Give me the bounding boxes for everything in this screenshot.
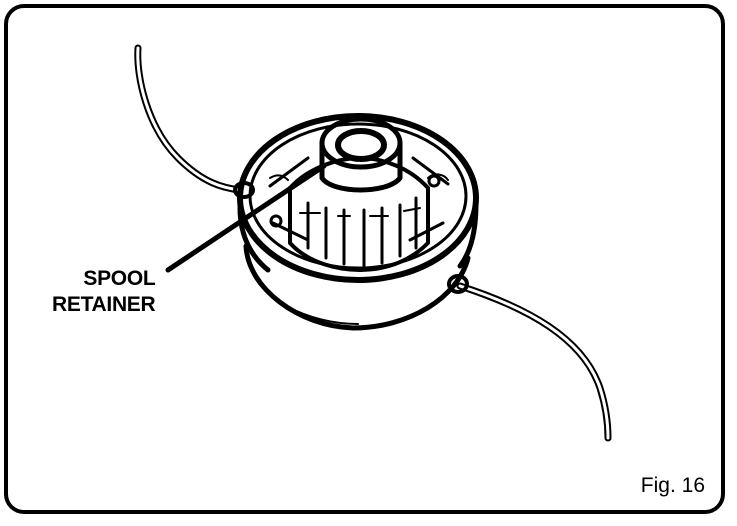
leader-line	[165, 163, 327, 273]
figure-frame: SPOOL RETAINER Fig. 16	[4, 4, 725, 514]
bump-cup	[243, 243, 471, 331]
label-line-2: RETAINER	[52, 293, 156, 316]
spool-retainer	[319, 140, 403, 193]
figure-caption: Fig. 16	[640, 474, 705, 497]
eyelet-left	[233, 181, 255, 199]
spool-retainer-label: SPOOL RETAINER	[52, 266, 156, 318]
eyelet-right	[447, 274, 469, 294]
spool-body	[288, 186, 430, 272]
label-line-1: SPOOL	[83, 267, 156, 290]
trimmer-head-illustration	[134, 44, 612, 442]
